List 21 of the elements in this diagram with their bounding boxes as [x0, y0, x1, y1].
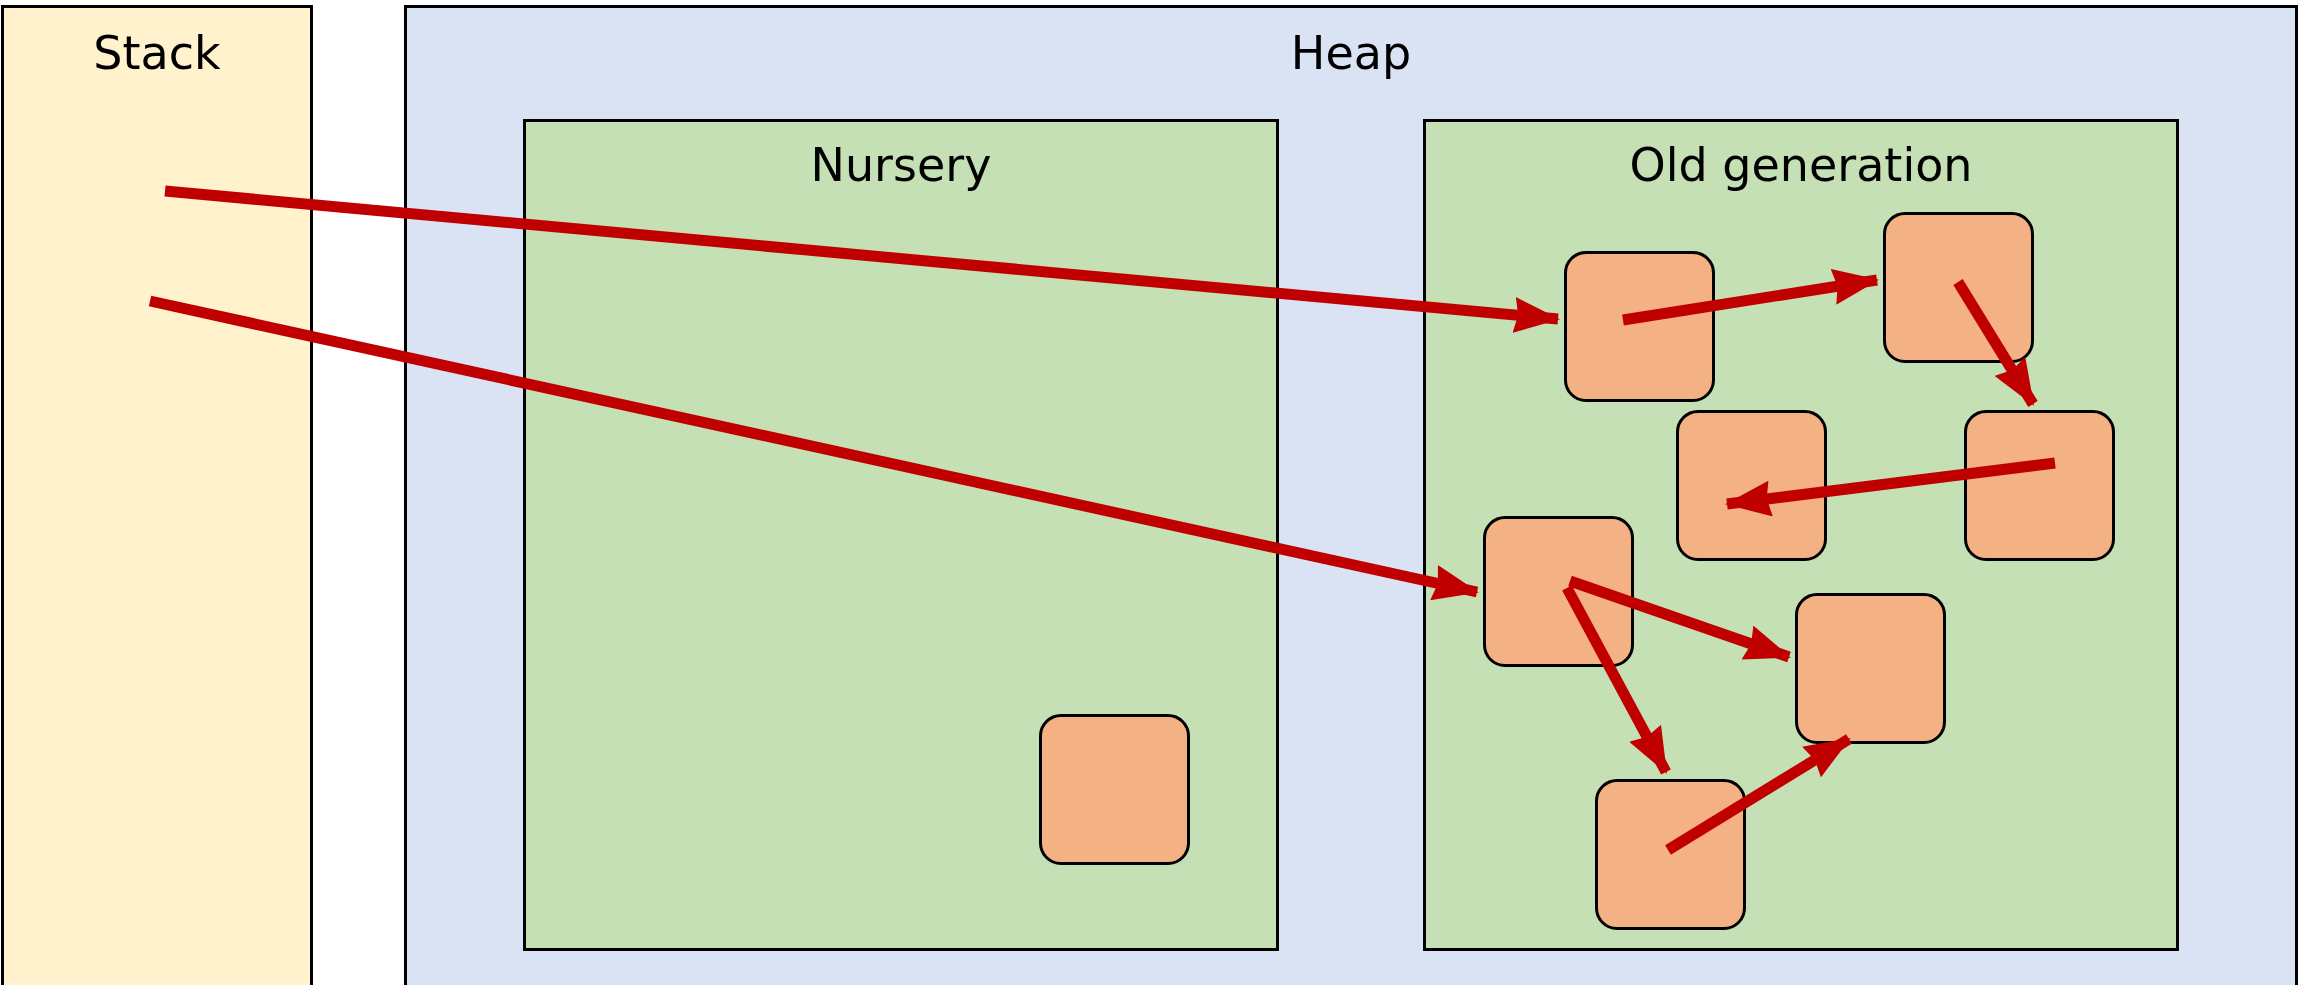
arrow	[1725, 457, 2056, 517]
arrow	[1953, 279, 2038, 407]
arrow	[1622, 269, 1879, 326]
arrow	[148, 295, 1479, 601]
object-box	[1039, 714, 1190, 865]
object-box	[1595, 779, 1746, 930]
arrow	[164, 185, 1560, 333]
region-title: Stack	[92, 30, 222, 76]
arrow	[1562, 585, 1671, 775]
old-generation-region	[1423, 119, 2179, 951]
object-box	[1564, 251, 1715, 402]
stack-region	[1, 5, 313, 985]
arrow	[1568, 575, 1791, 663]
object-box	[1676, 410, 1827, 561]
arrow	[1665, 734, 1852, 855]
object-box	[1964, 410, 2115, 561]
object-box	[1795, 593, 1946, 744]
heap-region	[404, 5, 2298, 985]
object-box	[1883, 212, 2034, 363]
nursery-region	[523, 119, 1279, 951]
object-box	[1483, 516, 1634, 667]
